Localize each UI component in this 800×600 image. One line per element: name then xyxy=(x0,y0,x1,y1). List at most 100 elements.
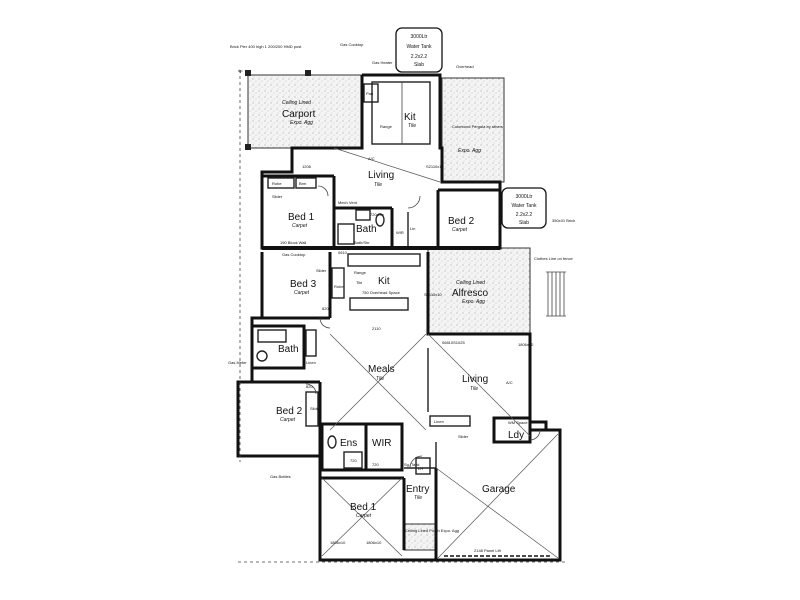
dp-note: dp xyxy=(238,68,243,73)
living-bot-finish: Tile xyxy=(470,386,478,392)
bath-tub-top xyxy=(337,223,355,245)
toilet-top xyxy=(375,213,385,227)
ac-bot-label: A/C xyxy=(506,380,513,385)
ac-top-label: A/C xyxy=(368,156,375,161)
meals-finish: Tile xyxy=(376,376,384,382)
window-0610: 0610 xyxy=(338,250,348,255)
overhead-mid-label: 750 Overhead Space xyxy=(362,290,401,295)
door-720-b: 720 xyxy=(372,462,379,467)
bed3-finish: Carpet xyxy=(294,290,310,296)
robe-bed2-bot xyxy=(305,391,319,427)
carport-post xyxy=(245,70,251,76)
fall-line xyxy=(427,333,531,437)
bath-top-name: Bath xyxy=(356,224,377,235)
hw-unit xyxy=(415,457,431,475)
living-top-name: Living xyxy=(368,170,394,181)
lower-east-wall xyxy=(426,252,548,430)
tank-top-line1: 3000Ltr xyxy=(411,34,428,40)
garage-name: Garage xyxy=(482,484,516,495)
carport-finish: Expo. Agg xyxy=(290,120,313,126)
gas-bottles-note: Gas Bottles xyxy=(270,474,291,479)
pantry-label: Pan xyxy=(366,91,373,96)
bath-mid-name: Bath xyxy=(278,344,299,355)
fall-line xyxy=(333,147,441,183)
kit-top-name: Kit xyxy=(404,112,416,123)
tank-mid-line1: 3000Ltr xyxy=(516,194,533,200)
kit-mid-name: Kit xyxy=(378,276,390,287)
wm-space-label: WM Space xyxy=(508,420,528,425)
pergola-note: Colorbond Pergola by others xyxy=(452,124,503,129)
porch-label: Ceiling Lined Porch Expo. Agg xyxy=(405,528,459,533)
overhead-note: Overhead xyxy=(456,64,474,69)
tank-top-line3: 2.2x2.2 xyxy=(411,54,428,60)
door-swing xyxy=(407,195,421,209)
living-top-finish: Tile xyxy=(374,182,382,188)
window-s2110b: S2110x10 xyxy=(424,292,442,297)
brm-box xyxy=(295,177,317,189)
slider-living-label: Slider xyxy=(458,434,469,439)
block-wall-label: 190 Block Wall xyxy=(280,240,306,245)
toilet-ens xyxy=(327,435,337,449)
carport-note: Ceiling Lined xyxy=(282,100,311,106)
wir-top-label: WIR xyxy=(396,230,404,235)
range-top-label: Range xyxy=(380,124,393,129)
door-720-a: 720 xyxy=(350,458,357,463)
carport-name: Carport xyxy=(282,109,316,120)
brick-pier-note: Brick Pier 400 high 1 200/200 HMD post xyxy=(230,44,302,49)
range-mid-label: Range xyxy=(354,270,367,275)
slider-bed3-label: Slider xyxy=(316,268,327,273)
entry-name: Entry xyxy=(406,484,429,495)
fall-line xyxy=(437,433,559,559)
brick-350-note: 350x31 Brick xyxy=(552,218,575,223)
window-2110: 2110 xyxy=(372,326,381,331)
kit-top-finish: Tile xyxy=(408,123,416,129)
robe-mid-label: Robe xyxy=(334,284,344,289)
bed1-bot-finish: Carpet xyxy=(356,513,372,519)
alfresco-finish: Expo. Agg xyxy=(462,299,485,305)
entry-finish: Tile xyxy=(414,495,422,501)
door-swing xyxy=(409,455,423,469)
meals-name: Meals xyxy=(368,364,395,375)
window-06x10: 06810S1025 xyxy=(442,340,465,345)
bath-mid-basin xyxy=(256,350,268,362)
tank-top-line4: Slab xyxy=(414,62,424,68)
linen-bot-label: Linen xyxy=(434,419,444,424)
ldy-name: Ldy xyxy=(508,430,524,441)
tank-mid-line4: Slab xyxy=(519,220,529,226)
robe-box xyxy=(267,177,295,189)
upper-outer-wall xyxy=(362,73,502,250)
window-1806: 1806x10 xyxy=(330,540,346,545)
carport-post xyxy=(305,70,311,76)
bed1-bot-name: Bed 1 xyxy=(350,502,377,513)
slider-bed2-label: Slider xyxy=(310,406,321,411)
clothes-line-note: Clothes Line on fence xyxy=(534,256,573,261)
pergola-area xyxy=(441,77,505,183)
panel-lift-label: 2148 Panel Lift xyxy=(474,548,502,553)
door-swing xyxy=(529,429,541,441)
slider-bed1-label: Slider xyxy=(272,194,283,199)
cov-720-label: 720 cov xyxy=(370,212,384,217)
kit-top-bench xyxy=(371,81,431,145)
bed3-name: Bed 3 xyxy=(290,279,317,290)
window-1206: 1206 xyxy=(302,164,312,169)
water-tank-mid xyxy=(501,187,547,229)
sg-tank-label: Sg. Tank xyxy=(404,462,420,467)
door-swing xyxy=(305,383,317,395)
ens-shower xyxy=(343,451,363,469)
robe-mid-box xyxy=(331,267,345,299)
bed2-bot-name: Bed 2 xyxy=(276,406,303,417)
gas-heater-note: Gas Heater xyxy=(372,60,393,65)
door-820-a: 820 xyxy=(322,306,329,311)
lh-label: LH xyxy=(418,466,423,471)
living-bot-name: Living xyxy=(462,374,488,385)
tank-mid-line3: 2.2x2.2 xyxy=(516,212,533,218)
carport-area xyxy=(247,74,363,149)
fall-line xyxy=(321,477,403,557)
alfresco-name: Alfresco xyxy=(452,288,489,299)
tank-mid-line2: Water Tank xyxy=(511,203,537,209)
linen-mid-box xyxy=(305,329,317,357)
bed2-top-finish: Carpet xyxy=(452,227,468,233)
bed2-top-name: Bed 2 xyxy=(448,216,475,227)
lin-top-label: Lin xyxy=(410,226,415,231)
